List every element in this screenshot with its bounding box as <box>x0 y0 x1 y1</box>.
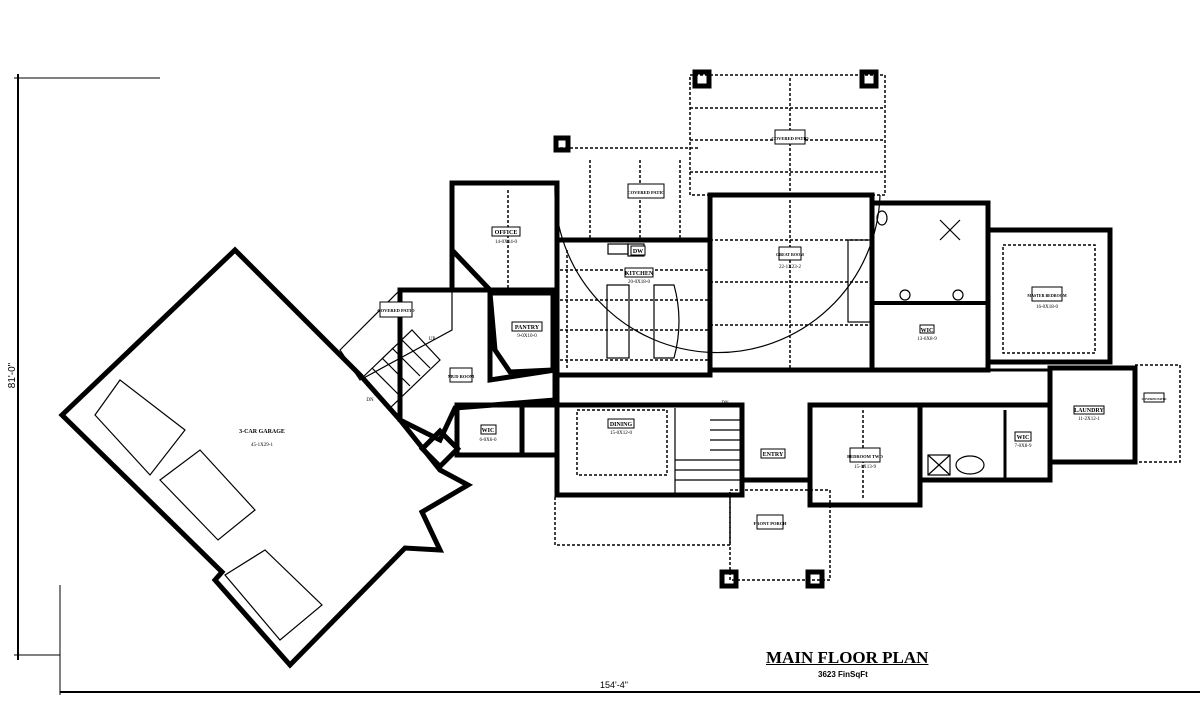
master-bedroom-walls <box>985 227 1113 365</box>
label-mud-room: MUD ROOM <box>448 367 475 383</box>
svg-text:GREAT ROOM: GREAT ROOM <box>776 252 804 257</box>
svg-text:6-0X6-0: 6-0X6-0 <box>480 438 497 443</box>
label-wic-small: WIC 6-0X6-0 <box>480 424 497 443</box>
svg-text:11-2X12-1: 11-2X12-1 <box>1078 417 1100 422</box>
svg-text:9-0X10-0: 9-0X10-0 <box>517 334 537 339</box>
dining-stair-walls <box>554 402 745 498</box>
svg-text:13-6X8-9: 13-6X8-9 <box>917 337 937 342</box>
svg-text:COVERED PATIO: COVERED PATIO <box>1142 397 1167 401</box>
label-bedroom-two: BEDROOM TWO 15-1X13-9 <box>847 447 883 470</box>
svg-text:DW: DW <box>633 249 643 255</box>
svg-text:DINING: DINING <box>610 422 633 428</box>
svg-text:MASTER BEDROOM: MASTER BEDROOM <box>1027 293 1066 298</box>
dining-ceiling <box>576 409 668 476</box>
overall-depth-dimension: 81'-0" <box>7 362 19 389</box>
svg-text:ENTRY: ENTRY <box>763 452 784 458</box>
svg-text:MUD ROOM: MUD ROOM <box>448 374 475 379</box>
kitchen-fixtures <box>560 243 710 370</box>
main-stairs <box>674 408 740 495</box>
label-wic-bed2: WIC 7-0X8-9 <box>1014 431 1032 449</box>
label-dw: DW <box>630 245 646 256</box>
stair-up-label: UP <box>429 337 436 342</box>
svg-text:LAUNDRY: LAUNDRY <box>1074 408 1104 414</box>
covered-patio-left-area <box>339 289 453 381</box>
label-master-bedroom: MASTER BEDROOM 16-0X18-0 <box>1027 286 1067 310</box>
garage-doors <box>94 379 323 641</box>
pantry-walls <box>487 290 556 375</box>
label-covered-patio-top: COVERED PATIO <box>771 129 809 145</box>
svg-text:20-0X18-0: 20-0X18-0 <box>628 280 650 285</box>
entry-walls <box>739 477 810 490</box>
svg-text:OFFICE: OFFICE <box>495 230 518 236</box>
svg-text:PANTRY: PANTRY <box>515 325 540 331</box>
stair-dn-label-2: DN <box>721 401 729 406</box>
svg-text:WIC: WIC <box>482 428 495 434</box>
svg-text:WIC: WIC <box>921 328 934 334</box>
label-covered-patio-left: COVERED PATIO <box>377 301 415 318</box>
svg-text:15-0X12-0: 15-0X12-0 <box>610 431 632 436</box>
covered-patio-right-area <box>1134 364 1181 463</box>
mechanical-box <box>418 427 462 470</box>
svg-text:COVERED PATIO: COVERED PATIO <box>377 308 415 313</box>
label-great-room: GREAT ROOM 22-1X23-2 <box>776 246 804 270</box>
plan-area: 3623 FinSqFt <box>818 670 868 679</box>
master-bath-walls <box>869 200 991 373</box>
master-bath-fixtures <box>876 210 964 301</box>
master-ceiling <box>1002 244 1096 354</box>
bath-two-fixtures <box>927 410 1007 478</box>
label-dining: DINING 15-0X12-0 <box>607 418 635 436</box>
label-laundry: LAUNDRY 11-2X12-1 <box>1073 405 1105 422</box>
stair-dn-label: DN <box>366 398 374 403</box>
label-pantry: PANTRY 9-0X10-0 <box>511 321 543 339</box>
svg-text:WIC: WIC <box>1017 435 1030 441</box>
great-room-beams <box>710 200 873 368</box>
svg-text:22-1X23-2: 22-1X23-2 <box>779 265 801 270</box>
plan-title: MAIN FLOOR PLAN <box>766 648 929 667</box>
svg-text:16-0X18-0: 16-0X18-0 <box>1036 305 1058 310</box>
covered-patio-top <box>553 69 886 354</box>
dimension-lines <box>14 74 1200 695</box>
room-labels: 3-CAR GARAGE 45-1X29-1 COVERED PATIO MUD … <box>239 129 1167 530</box>
svg-text:15-1X13-9: 15-1X13-9 <box>854 465 876 470</box>
powder-bath-walls <box>519 402 560 458</box>
stairs-mud <box>361 329 441 409</box>
svg-text:14-0X14-0: 14-0X14-0 <box>495 240 517 245</box>
svg-text:COVERED PATIO: COVERED PATIO <box>771 136 809 141</box>
label-master-wic: WIC 13-6X8-9 <box>917 324 937 342</box>
office-walls <box>449 180 560 293</box>
label-garage: 3-CAR GARAGE 45-1X29-1 <box>239 429 285 448</box>
svg-text:45-1X29-1: 45-1X29-1 <box>251 443 273 448</box>
lower-patio-area <box>554 494 731 546</box>
label-kitchen: KITCHEN 20-0X18-0 <box>624 267 654 285</box>
svg-text:COVERED PATIO: COVERED PATIO <box>627 190 665 195</box>
svg-text:KITCHEN: KITCHEN <box>625 271 654 277</box>
overall-width-dimension: 154'-4" <box>600 680 628 690</box>
label-front-porch: FRONT PORCH <box>753 514 787 530</box>
svg-text:7-0X8-9: 7-0X8-9 <box>1015 444 1032 449</box>
label-entry: ENTRY <box>760 448 786 459</box>
laundry-walls <box>1047 365 1138 465</box>
svg-text:3-CAR GARAGE: 3-CAR GARAGE <box>239 429 285 435</box>
bath-two-walls <box>917 402 1053 483</box>
label-office: OFFICE 14-0X14-0 <box>491 226 521 245</box>
label-covered-patio-mid: COVERED PATIO <box>627 183 665 199</box>
kitchen-walls <box>554 237 713 378</box>
garage-walls <box>58 246 474 669</box>
svg-text:BEDROOM TWO: BEDROOM TWO <box>847 454 883 459</box>
label-covered-patio-right: COVERED PATIO <box>1142 392 1167 403</box>
svg-text:FRONT PORCH: FRONT PORCH <box>753 521 787 526</box>
